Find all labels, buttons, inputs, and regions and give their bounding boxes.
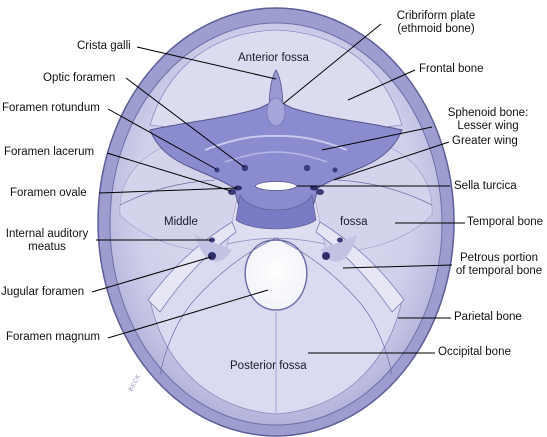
label-greater-wing: Greater wing: [452, 135, 518, 147]
label-jugular-foramen: Jugular foramen: [1, 286, 85, 298]
leader-frontal-bone: [347, 69, 416, 101]
label-frontal-bone: Frontal bone: [419, 63, 484, 75]
optic-foramen-right: [303, 164, 311, 172]
internal-auditory-meatus-left: [209, 237, 215, 243]
sphenoid-bone: [149, 99, 403, 214]
label-foramen-lacerum: Foramen lacerum: [4, 146, 95, 158]
foramen-magnum: [244, 239, 308, 311]
leader-cribriform: [282, 23, 382, 105]
label-occipital-bone: Occipital bone: [438, 346, 511, 358]
foramen-ovale-left: [234, 185, 242, 191]
jugular-foramen-left: [208, 252, 216, 260]
label-cribriform-plate: Cribriform plate(ethmoid bone): [396, 10, 476, 35]
leader-foramen-magnum: [107, 289, 269, 339]
label-foramen-rotundum: Foramen rotundum: [2, 102, 100, 114]
leader-jugular-foramen: [91, 256, 212, 293]
label-foramen-ovale: Foramen ovale: [10, 187, 87, 199]
region-posterior-fossa: Posterior fossa: [230, 360, 307, 372]
region-fossa: fossa: [340, 216, 368, 228]
region-middle: Middle: [164, 216, 198, 228]
suture-lambdoid-right: [275, 237, 393, 376]
lesser-wing-ridge-2: [224, 151, 328, 163]
suture-lambdoid-left: [159, 237, 277, 376]
leader-lesser-wing: [321, 126, 433, 151]
internal-auditory-meatus-right: [337, 237, 343, 243]
leader-foramen-lacerum: [106, 152, 232, 192]
label-foramen-magnum: Foramen magnum: [6, 331, 100, 343]
lesser-wing-ridge: [204, 134, 348, 151]
foramen-lacerum-right: [316, 189, 324, 195]
leader-lines: [91, 23, 465, 354]
region-anterior-fossa: Anterior fossa: [238, 52, 309, 64]
clivus: [235, 194, 317, 230]
leader-foramen-ovale: [98, 187, 238, 194]
foramen-lacerum-left: [228, 189, 236, 195]
petrous-shadow-left: [195, 235, 232, 262]
label-sella-turcica: Sella turcica: [454, 180, 517, 192]
label-optic-foramen: Optic foramen: [43, 72, 116, 84]
foramen-ovale-right: [310, 185, 318, 191]
leader-optic-foramen: [125, 77, 245, 168]
leader-greater-wing: [333, 141, 450, 181]
label-parietal-bone: Parietal bone: [454, 311, 522, 323]
foramen-rotundum-right: [332, 167, 338, 173]
suture-coronal: [119, 179, 433, 206]
leader-crista-galli: [136, 46, 277, 80]
label-sphenoid-bone: Sphenoid bone:Lesser wing: [447, 107, 529, 132]
label-temporal-bone: Temporal bone: [467, 216, 544, 228]
sella-turcica: [254, 181, 298, 191]
leader-petrous: [342, 264, 453, 269]
cribriform-plate: [266, 97, 286, 127]
jugular-foramen-right: [322, 252, 330, 260]
label-crista-galli: Crista galli: [77, 40, 131, 52]
leader-foramen-rotundum: [107, 108, 217, 170]
